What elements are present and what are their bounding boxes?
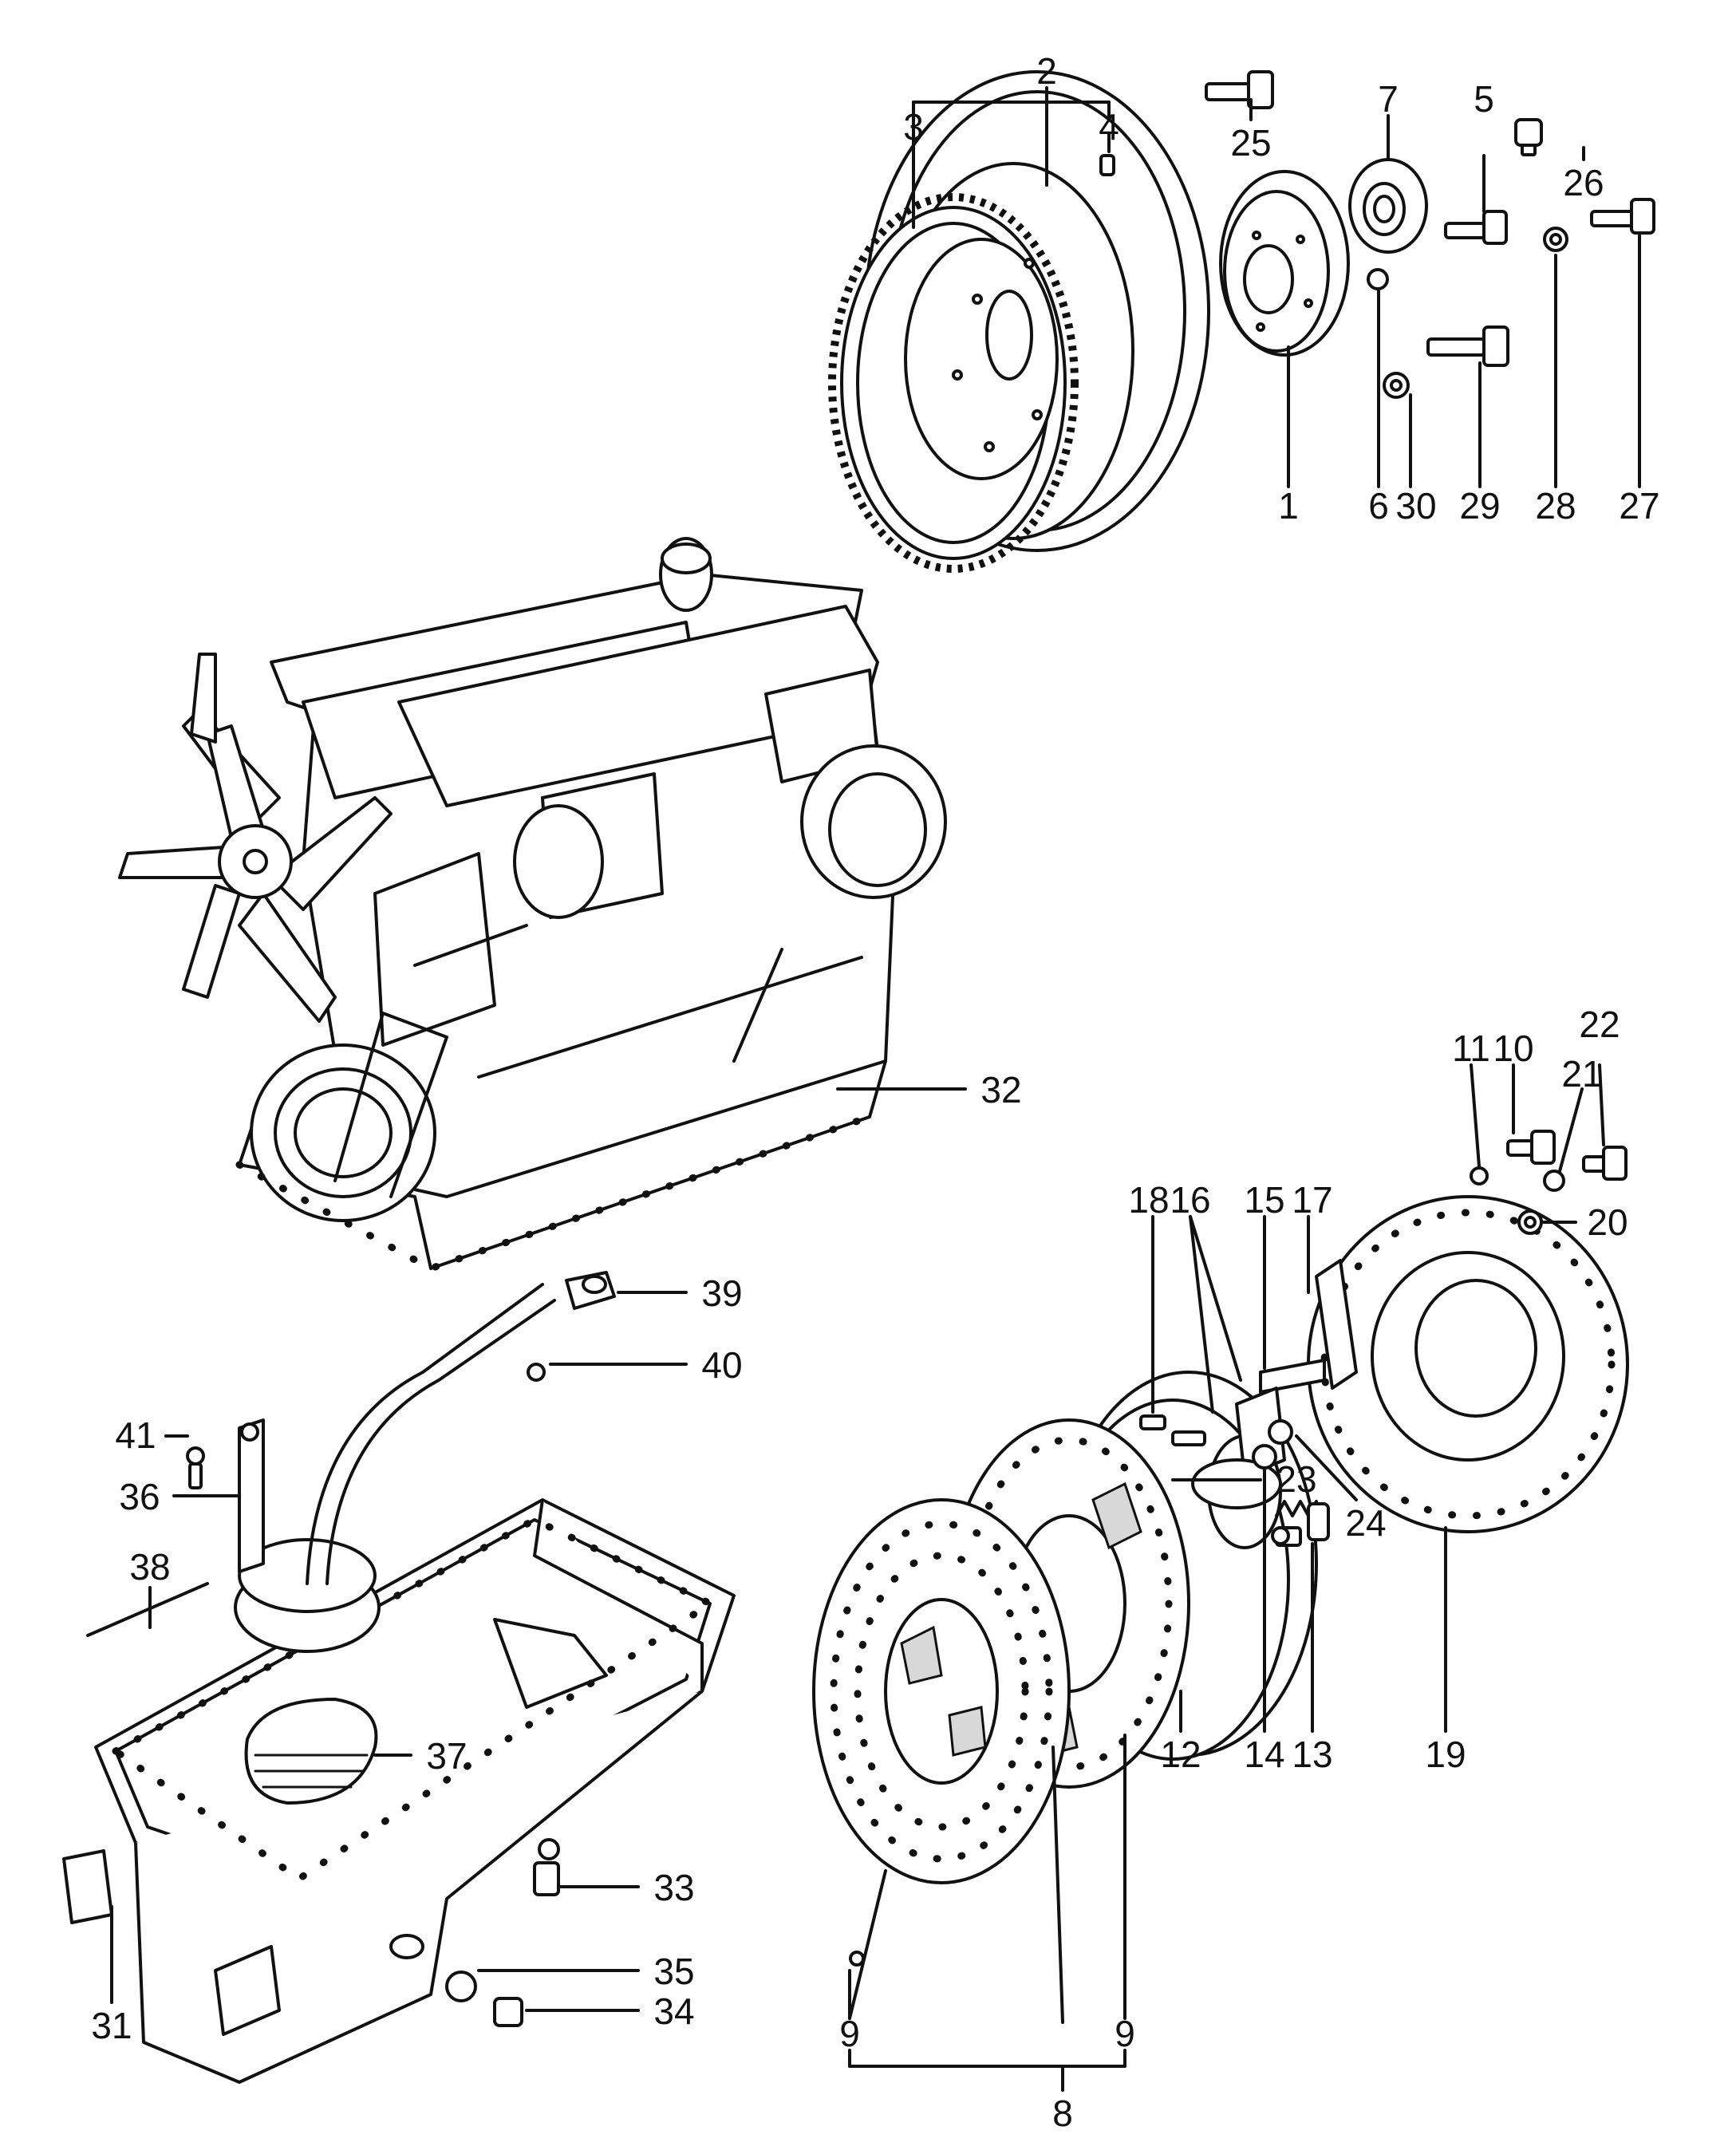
oil-pump-pickup-icon (86, 1271, 616, 2027)
callout-40: 40 (701, 1344, 742, 1386)
callout-1: 1 (1278, 485, 1299, 527)
callout-28: 28 (1535, 485, 1576, 527)
callout-35: 35 (653, 1951, 694, 1992)
callout-labels: 1 2 3 4 5 6 7 8 9 9 9 10 11 12 13 14 15 … (91, 50, 1659, 2134)
callout-9b: 9 (1115, 2013, 1135, 2054)
engine-block-icon (235, 537, 947, 1272)
clutch-cover-plate-icon (1191, 1195, 1629, 1533)
cooling-fan-icon (118, 653, 393, 1023)
callout-31: 31 (91, 2005, 132, 2046)
callout-34: 34 (653, 1990, 694, 2032)
callout-13: 13 (1292, 1734, 1332, 1775)
callout-2: 2 (1036, 50, 1057, 92)
callout-15: 15 (1244, 1179, 1284, 1221)
callout-38: 38 (129, 1546, 170, 1588)
callout-12: 12 (1160, 1734, 1201, 1775)
callout-39: 39 (701, 1272, 742, 1314)
callout-30: 30 (1395, 485, 1436, 527)
callout-14: 14 (1244, 1734, 1284, 1775)
callout-25: 25 (1230, 122, 1271, 164)
callout-32: 32 (980, 1069, 1021, 1111)
callout-10: 10 (1493, 1028, 1533, 1069)
callout-20: 20 (1587, 1201, 1628, 1243)
callout-7: 7 (1378, 78, 1399, 120)
callout-26: 26 (1563, 162, 1604, 203)
callout-37: 37 (426, 1735, 467, 1777)
clutch-assembly-icon (812, 1371, 1318, 1884)
callout-36: 36 (119, 1476, 160, 1517)
callout-8: 8 (1052, 2093, 1073, 2134)
callout-3: 3 (903, 106, 924, 148)
callout-24: 24 (1345, 1502, 1386, 1544)
callout-11: 11 (1452, 1028, 1490, 1069)
flywheel-ring-gear-icon (828, 70, 1210, 573)
callout-18: 18 (1128, 1179, 1169, 1221)
callout-41: 41 (115, 1414, 156, 1456)
callout-19: 19 (1425, 1734, 1466, 1775)
pilot-bearing-housing-icon (1219, 158, 1428, 357)
callout-6: 6 (1368, 485, 1389, 527)
flywheel-hardware-icon (1099, 70, 1655, 399)
leader-lines (110, 86, 1641, 2092)
callout-17: 17 (1292, 1179, 1332, 1221)
callout-16: 16 (1170, 1179, 1210, 1221)
callout-27: 27 (1619, 485, 1659, 527)
callout-33: 33 (653, 1867, 694, 1908)
callout-23: 23 (1276, 1458, 1316, 1500)
callout-5: 5 (1474, 78, 1494, 120)
callout-22: 22 (1579, 1004, 1620, 1045)
callout-29: 29 (1459, 485, 1500, 527)
callout-9a: 9 (839, 2013, 860, 2054)
callout-21: 21 (1561, 1053, 1602, 1095)
callout-4: 4 (1099, 106, 1119, 148)
